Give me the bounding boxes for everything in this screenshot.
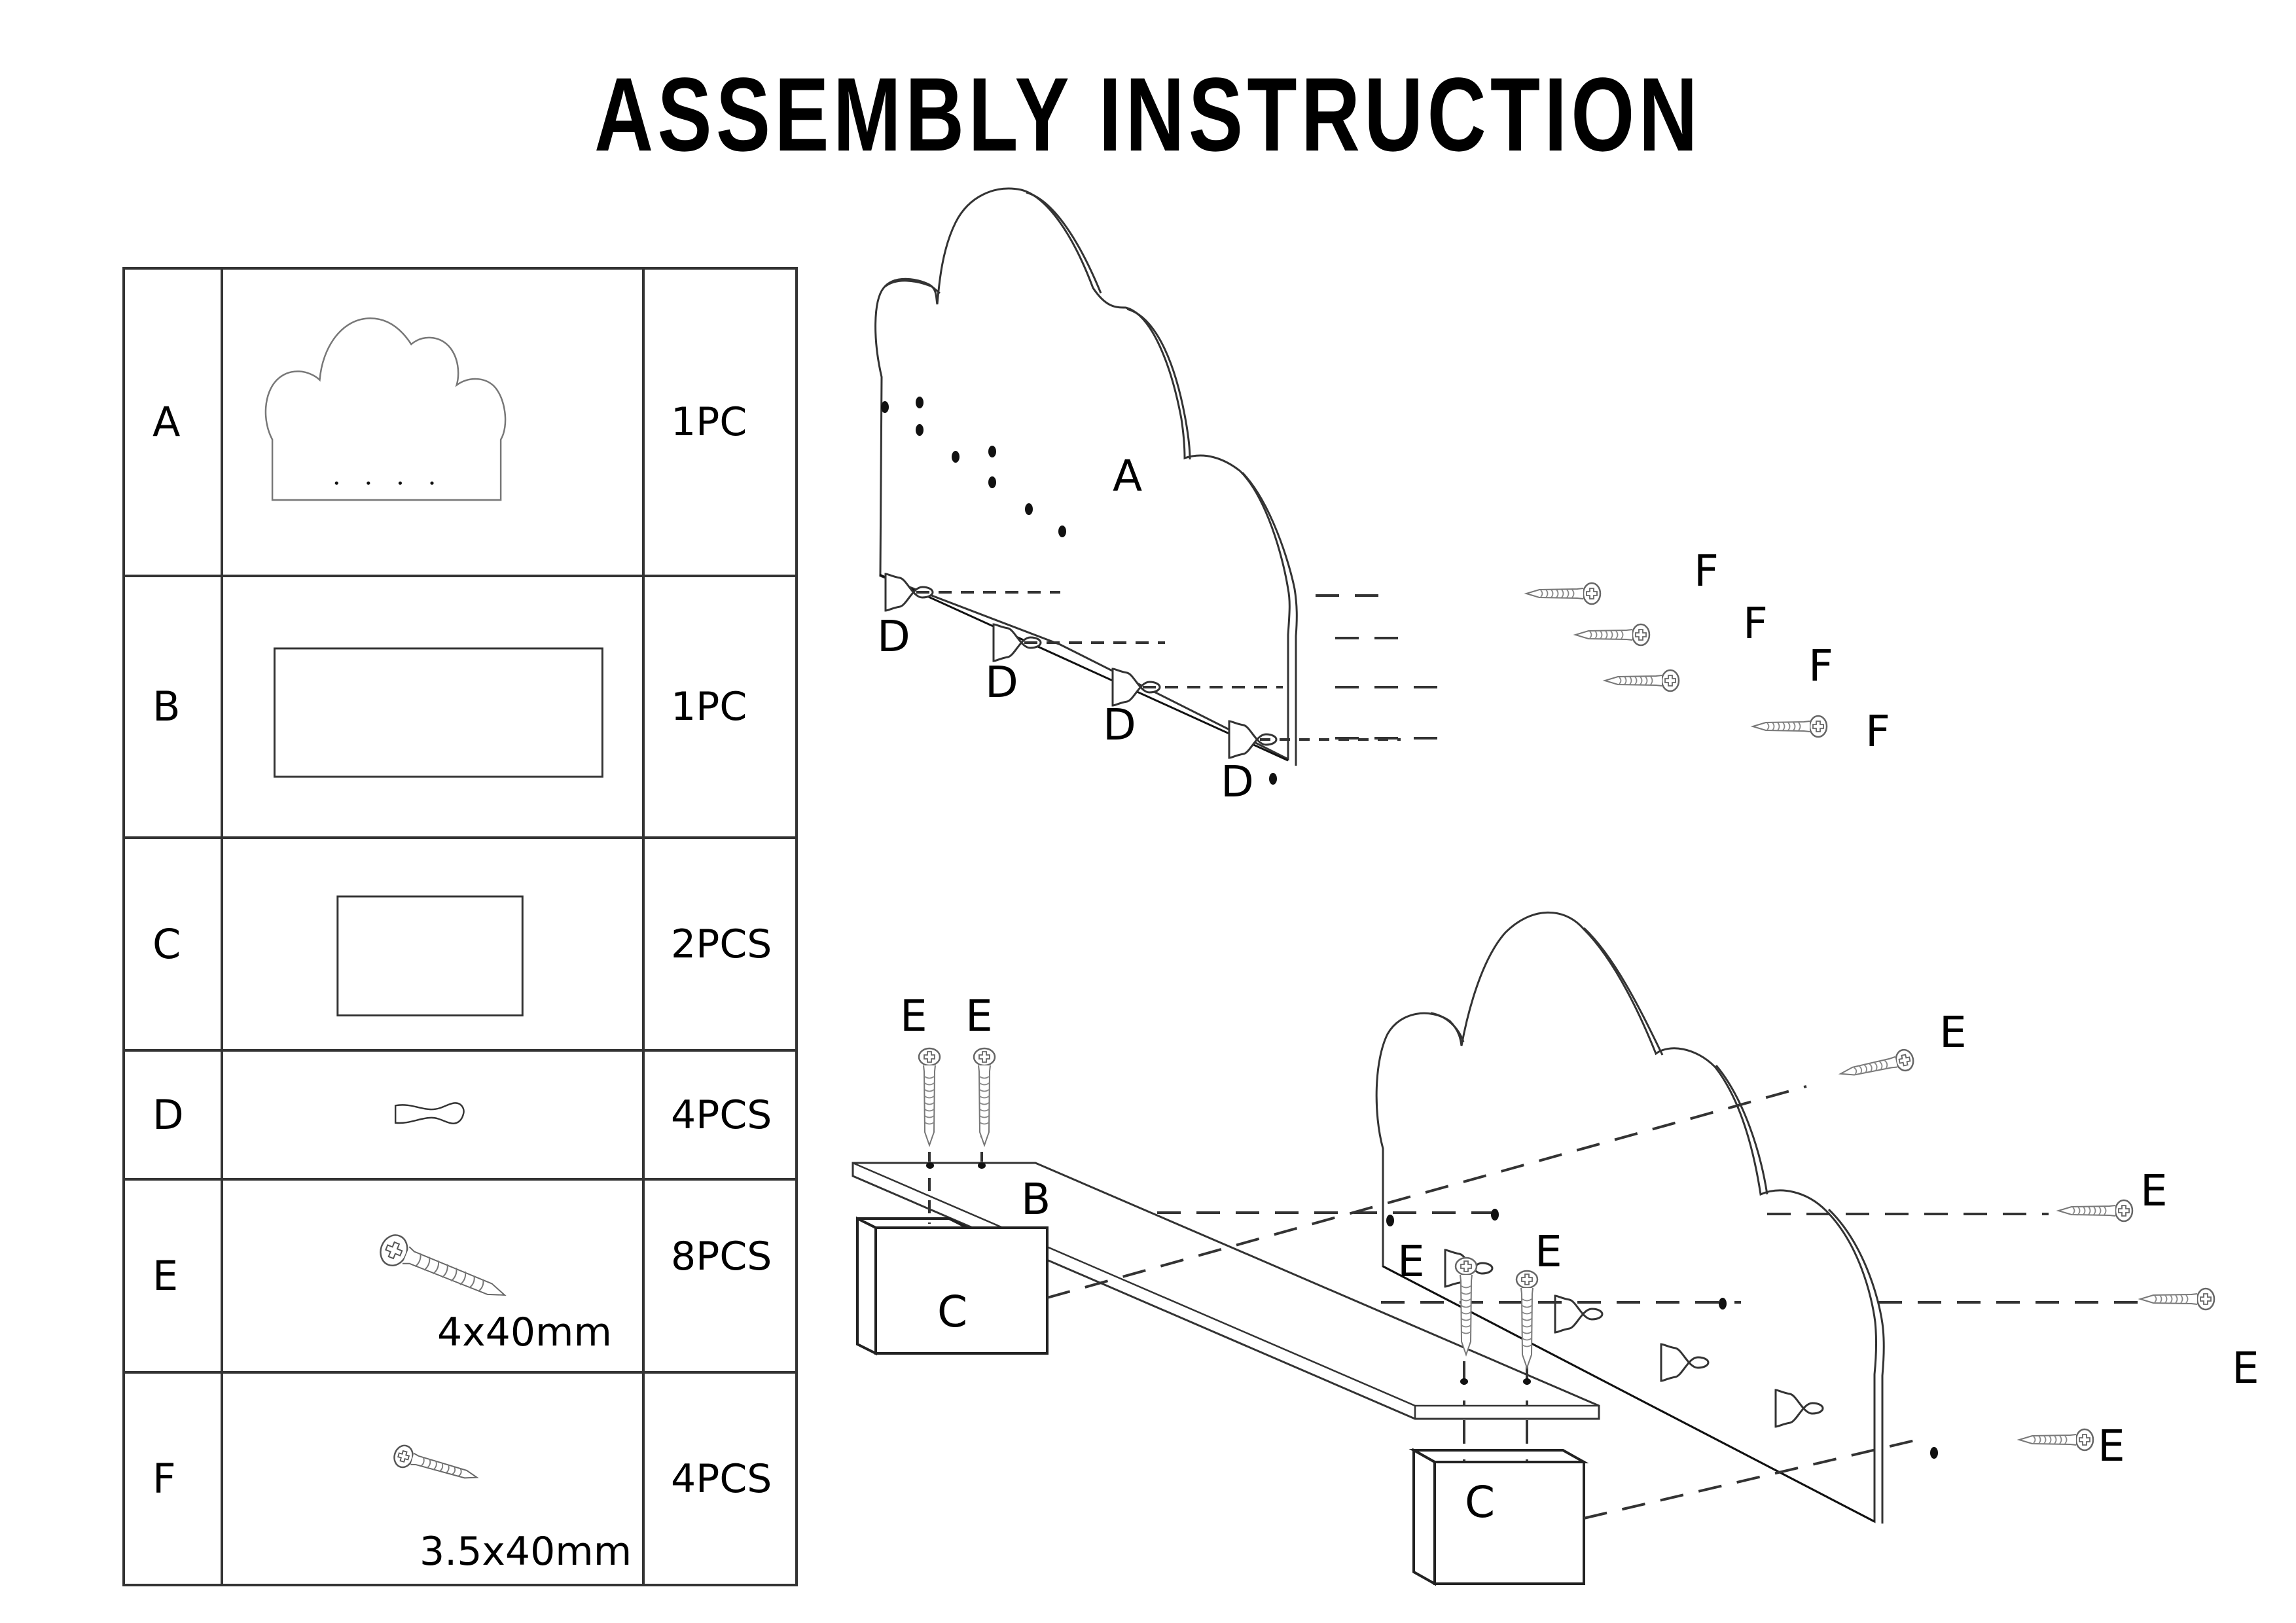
- part-letter: D: [152, 1090, 184, 1139]
- label-d: D: [1103, 700, 1136, 750]
- part-quantity: 4PCS: [671, 1092, 772, 1138]
- rectangle-board-icon: [273, 647, 603, 778]
- screw-icon: [380, 1234, 507, 1296]
- page-title: ASSEMBLY INSTRUCTION: [594, 56, 1702, 173]
- hole: [1523, 1378, 1531, 1385]
- hole: [926, 1162, 934, 1169]
- hole: [1025, 503, 1033, 515]
- part-quantity: 8PCS: [671, 1234, 772, 1280]
- hole: [978, 1162, 986, 1169]
- block-c-left: [856, 1216, 1049, 1356]
- label-f: F: [1743, 598, 1768, 649]
- hole: [1386, 1215, 1394, 1226]
- cloud-panel-icon: [264, 317, 507, 501]
- label-e: E: [2098, 1421, 2125, 1471]
- screw-e: [2018, 1428, 2094, 1452]
- screw-f-3: [1604, 669, 1680, 692]
- parts-list-table: A 1PC B 1PC C 2PCS: [122, 267, 798, 1586]
- label-f: F: [1865, 706, 1890, 757]
- part-row-d: D 4PCS: [122, 1049, 798, 1181]
- label-e: E: [1397, 1236, 1425, 1287]
- label-c: C: [937, 1287, 967, 1337]
- part-row-f: F 3.5x40mm 4PCS: [122, 1371, 798, 1586]
- label-e: E: [1535, 1226, 1562, 1277]
- part-quantity: 4PCS: [671, 1455, 772, 1502]
- screw-size-label: 4x40mm: [437, 1310, 612, 1355]
- label-d: D: [985, 657, 1018, 707]
- label-f: F: [1808, 641, 1833, 691]
- hole: [988, 446, 996, 457]
- panel-front-face: [874, 187, 1291, 761]
- hole-dot: [398, 481, 403, 485]
- step2-diagram: B C C: [852, 911, 2259, 1586]
- part-row-a: A 1PC: [122, 267, 798, 577]
- hole-dot: [430, 481, 434, 485]
- part-row-e: E 4x40mm 8PCS: [122, 1178, 798, 1374]
- cloud-panel-back: [1375, 911, 1878, 1524]
- label-e: E: [2140, 1166, 2168, 1216]
- hole: [1491, 1209, 1499, 1221]
- hole: [988, 476, 996, 488]
- hole: [1930, 1447, 1938, 1459]
- hole: [881, 401, 889, 413]
- part-letter: C: [152, 919, 181, 968]
- screw-e: [918, 1047, 941, 1147]
- label-c: C: [1465, 1477, 1495, 1527]
- label-d: D: [877, 611, 910, 662]
- part-quantity: 1PC: [671, 399, 747, 445]
- label-f: F: [1694, 546, 1719, 596]
- hole: [1058, 526, 1066, 537]
- hole: [1719, 1298, 1727, 1310]
- screw-e: [2139, 1287, 2215, 1311]
- hole-dot: [367, 481, 370, 485]
- step1-diagram: A D D D D F F F F: [874, 187, 1890, 807]
- label-e: E: [965, 991, 993, 1041]
- hole: [1269, 773, 1277, 785]
- panel-edge: [884, 191, 1298, 766]
- hole: [916, 424, 924, 436]
- hole: [952, 451, 960, 463]
- block-icon: [336, 895, 524, 1017]
- board-edge: [852, 1162, 1416, 1407]
- part-quantity: 1PC: [671, 684, 747, 730]
- part-letter: F: [152, 1454, 176, 1503]
- hole-dot: [334, 481, 338, 485]
- hole: [916, 397, 924, 408]
- part-letter: A: [152, 398, 181, 446]
- screw-e: [973, 1047, 996, 1147]
- screw-e: [2057, 1199, 2134, 1222]
- screw-f-4: [1751, 715, 1828, 738]
- label-e: E: [900, 991, 927, 1041]
- peg-hook-icon: [394, 1102, 465, 1124]
- label-a: A: [1113, 451, 1142, 501]
- label-b: B: [1021, 1174, 1050, 1224]
- screw-icon: [393, 1444, 479, 1479]
- label-e: E: [1939, 1007, 1967, 1058]
- panel-bottom-edge: [879, 573, 1289, 762]
- label-d: D: [1221, 757, 1254, 807]
- part-letter: B: [152, 683, 181, 730]
- screw-f-2: [1574, 623, 1651, 647]
- part-quantity: 2PCS: [671, 921, 772, 967]
- panel-edge: [1430, 927, 1885, 1524]
- part-row-b: B 1PC: [122, 575, 798, 839]
- screw-f-1: [1525, 582, 1602, 605]
- guide-line: [1583, 1438, 1918, 1520]
- part-row-c: C 2PCS: [122, 836, 798, 1052]
- hole: [1460, 1378, 1468, 1385]
- label-e: E: [2232, 1343, 2259, 1393]
- screw-size-label: 3.5x40mm: [420, 1529, 632, 1575]
- screw-e: [1837, 1047, 1916, 1085]
- block-c-right: [1408, 1448, 1589, 1586]
- guide-line: [1047, 1085, 1807, 1299]
- part-letter: E: [152, 1251, 179, 1300]
